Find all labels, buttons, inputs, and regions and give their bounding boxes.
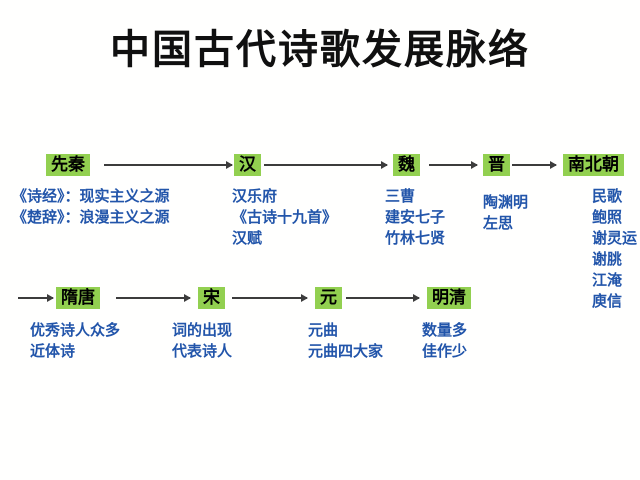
detail-column-nanbeichao: 民歌 鲍照 谢灵运 谢朓 江淹 庾信	[592, 186, 637, 312]
detail-line: 数量多	[422, 321, 468, 339]
detail-column-mingqing: 数量多 佳作少	[422, 320, 467, 362]
arrow-xianqin-to-han	[104, 161, 233, 169]
detail-line: 汉赋	[232, 229, 263, 247]
era-node-wei[interactable]: 魏	[393, 154, 420, 176]
detail-line: 元曲	[308, 321, 339, 339]
detail-line: 汉乐府	[232, 187, 278, 205]
arrow-suitang-to-song	[116, 294, 191, 302]
detail-line: 陶渊明	[483, 193, 529, 211]
detail-line: 竹林七贤	[385, 229, 446, 247]
detail-line: 建安七子	[385, 208, 446, 226]
detail-line: 近体诗	[30, 342, 76, 360]
detail-column-wei: 三曹 建安七子 竹林七贤	[385, 186, 445, 249]
detail-column-xianqin: 《诗经》：现实主义之源 《楚辞》：浪漫主义之源	[12, 186, 170, 228]
era-node-song[interactable]: 宋	[198, 287, 225, 309]
detail-line: 元曲四大家	[308, 342, 384, 360]
era-node-han[interactable]: 汉	[234, 154, 261, 176]
detail-line: 词的出现	[172, 321, 233, 339]
detail-column-suitang: 优秀诗人众多 近体诗	[30, 320, 120, 362]
detail-line: 代表诗人	[172, 342, 233, 360]
arrow-wrap-to-suitang	[18, 294, 54, 302]
arrow-yuan-to-mingqing	[346, 294, 420, 302]
detail-line: 民歌	[592, 187, 623, 205]
detail-column-han: 汉乐府 《古诗十九首》 汉赋	[232, 186, 337, 249]
detail-column-yuan: 元曲 元曲四大家	[308, 320, 383, 362]
detail-line: 佳作少	[422, 342, 468, 360]
detail-line: 谢朓	[592, 250, 623, 268]
detail-column-jin: 陶渊明 左思	[483, 192, 528, 234]
detail-line: 三曹	[385, 187, 416, 205]
detail-line: 《诗经》：现实主义之源	[12, 187, 170, 205]
era-node-yuan[interactable]: 元	[315, 287, 342, 309]
page-title: 中国古代诗歌发展脉络	[110, 26, 530, 73]
era-node-suitang[interactable]: 隋唐	[56, 287, 100, 309]
arrow-han-to-wei	[264, 161, 388, 169]
arrow-jin-to-nanbeichao	[512, 161, 557, 169]
arrow-wei-to-jin	[429, 161, 478, 169]
era-node-mingqing[interactable]: 明清	[427, 287, 471, 309]
detail-line: 优秀诗人众多	[30, 321, 121, 339]
detail-line: 江淹	[592, 271, 623, 289]
detail-column-song: 词的出现 代表诗人	[172, 320, 232, 362]
era-node-jin[interactable]: 晋	[483, 154, 510, 176]
era-node-xianqin[interactable]: 先秦	[46, 154, 90, 176]
detail-line: 庾信	[592, 292, 623, 310]
arrow-song-to-yuan	[232, 294, 308, 302]
detail-line: 谢灵运	[592, 229, 638, 247]
detail-line: 鲍照	[592, 208, 623, 226]
era-node-nanbeichao[interactable]: 南北朝	[563, 154, 624, 176]
detail-line: 《楚辞》：浪漫主义之源	[12, 208, 170, 226]
detail-line: 《古诗十九首》	[232, 208, 338, 226]
detail-line: 左思	[483, 214, 514, 232]
